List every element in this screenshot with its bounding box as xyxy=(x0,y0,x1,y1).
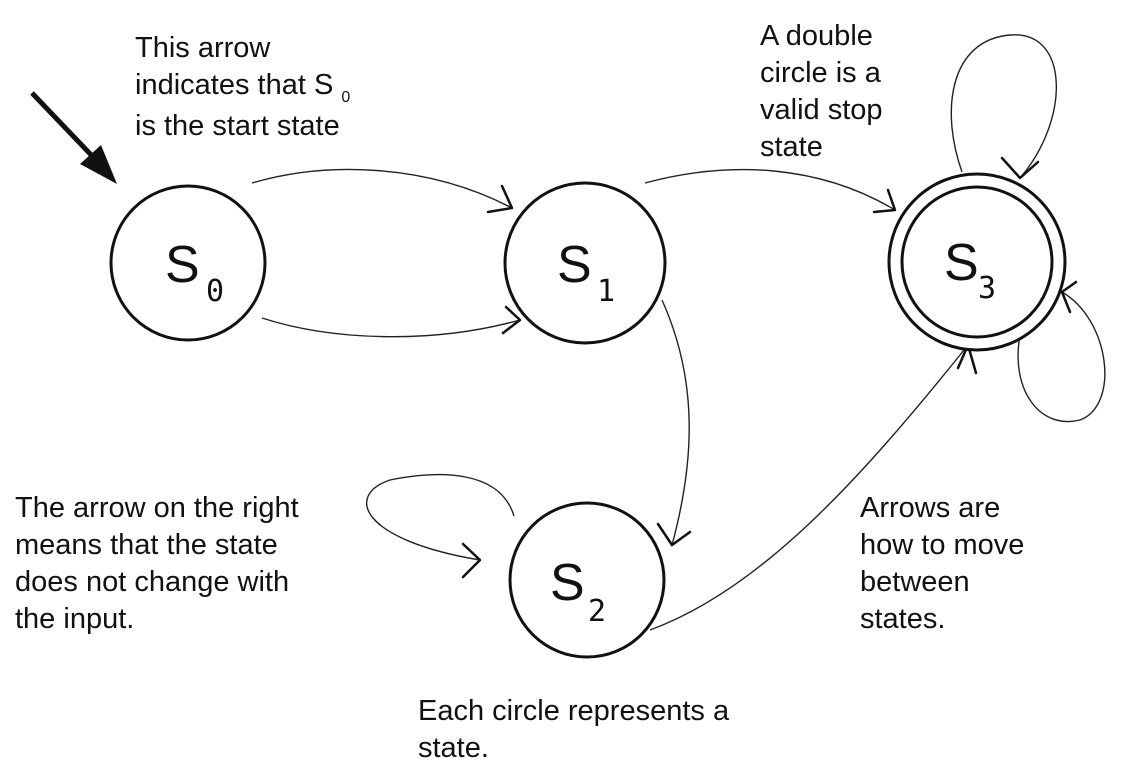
note-arrows: Arrows are how to move between states. xyxy=(860,492,1025,635)
state-s0-letter: S xyxy=(165,236,200,294)
transition-s1-s3 xyxy=(644,168,897,214)
state-s1: S 1 xyxy=(503,181,667,345)
state-s2: S 2 xyxy=(508,501,666,659)
state-s1-letter: S xyxy=(557,236,592,294)
note-double-circle: A double circle is a valid stop state xyxy=(760,20,883,163)
note-self-loop: The arrow on the right means that the st… xyxy=(15,492,299,635)
state-s3-accepting: S 3 xyxy=(887,172,1067,352)
transition-s0-s1-lower xyxy=(261,305,522,338)
note-start-arrow-subscript: 0 xyxy=(341,89,351,106)
state-s3-letter: S xyxy=(944,234,979,292)
note-start-arrow-text: This arrow indicates that S xyxy=(135,32,334,101)
state-s0-index: 0 xyxy=(206,274,224,309)
note-start-arrow-tail: is the start state xyxy=(135,110,340,142)
transition-s3-self-loop-right xyxy=(1017,280,1106,423)
state-s0: S 0 xyxy=(109,184,267,342)
note-circles: Each circle represents a state. xyxy=(418,695,730,764)
transition-s3-self-loop-top xyxy=(950,34,1057,180)
transition-s1-s2 xyxy=(656,299,692,547)
transition-s0-s1-upper xyxy=(251,168,514,214)
start-arrow xyxy=(30,91,117,184)
state-s2-index: 2 xyxy=(588,594,606,629)
state-s3-index: 3 xyxy=(978,271,996,306)
note-start-arrow: This arrow indicates that S 0 is the sta… xyxy=(135,30,350,145)
state-s2-letter: S xyxy=(550,554,585,612)
state-s1-index: 1 xyxy=(597,274,615,309)
transition-s2-self-loop xyxy=(365,473,515,579)
